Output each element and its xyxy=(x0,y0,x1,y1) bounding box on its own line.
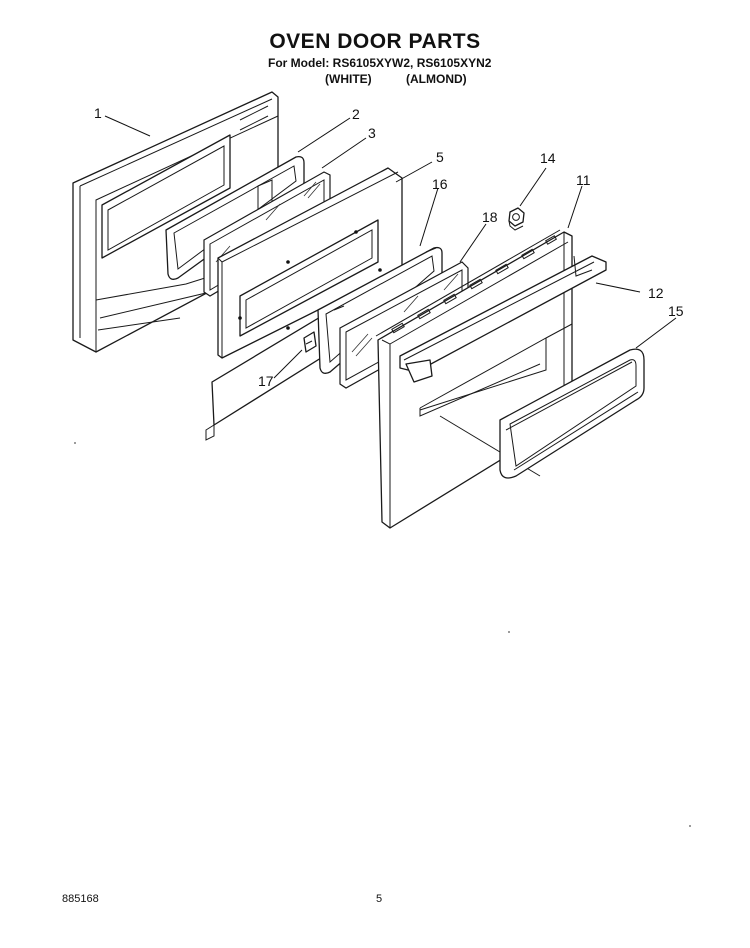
callout-3: 3 xyxy=(368,125,376,141)
color-label-white: (WHITE) xyxy=(325,72,372,86)
callout-1: 1 xyxy=(94,105,102,121)
part-17-clip xyxy=(303,331,317,353)
part-12-handle-bar xyxy=(399,255,607,383)
page-title: OVEN DOOR PARTS xyxy=(269,30,481,53)
doc-number: 885168 xyxy=(62,893,99,905)
model-line: For Model: RS6105XYW2, RS6105XYN2 xyxy=(268,56,492,70)
part-15-window-trim xyxy=(499,348,645,479)
leader-lines xyxy=(104,115,677,379)
callout-2: 2 xyxy=(352,106,360,122)
color-label-almond: (ALMOND) xyxy=(406,72,467,86)
callout-18: 18 xyxy=(482,209,498,225)
callout-11: 11 xyxy=(576,172,591,188)
callout-5: 5 xyxy=(436,149,444,165)
callout-16: 16 xyxy=(432,176,448,192)
page-number: 5 xyxy=(376,893,383,905)
part-1-outer-door-panel xyxy=(72,91,279,353)
callout-14: 14 xyxy=(540,150,556,166)
callout-15: 15 xyxy=(668,303,684,319)
callout-17: 17 xyxy=(258,373,274,389)
callout-12: 12 xyxy=(648,285,664,301)
part-14-hex-nut xyxy=(508,207,525,231)
